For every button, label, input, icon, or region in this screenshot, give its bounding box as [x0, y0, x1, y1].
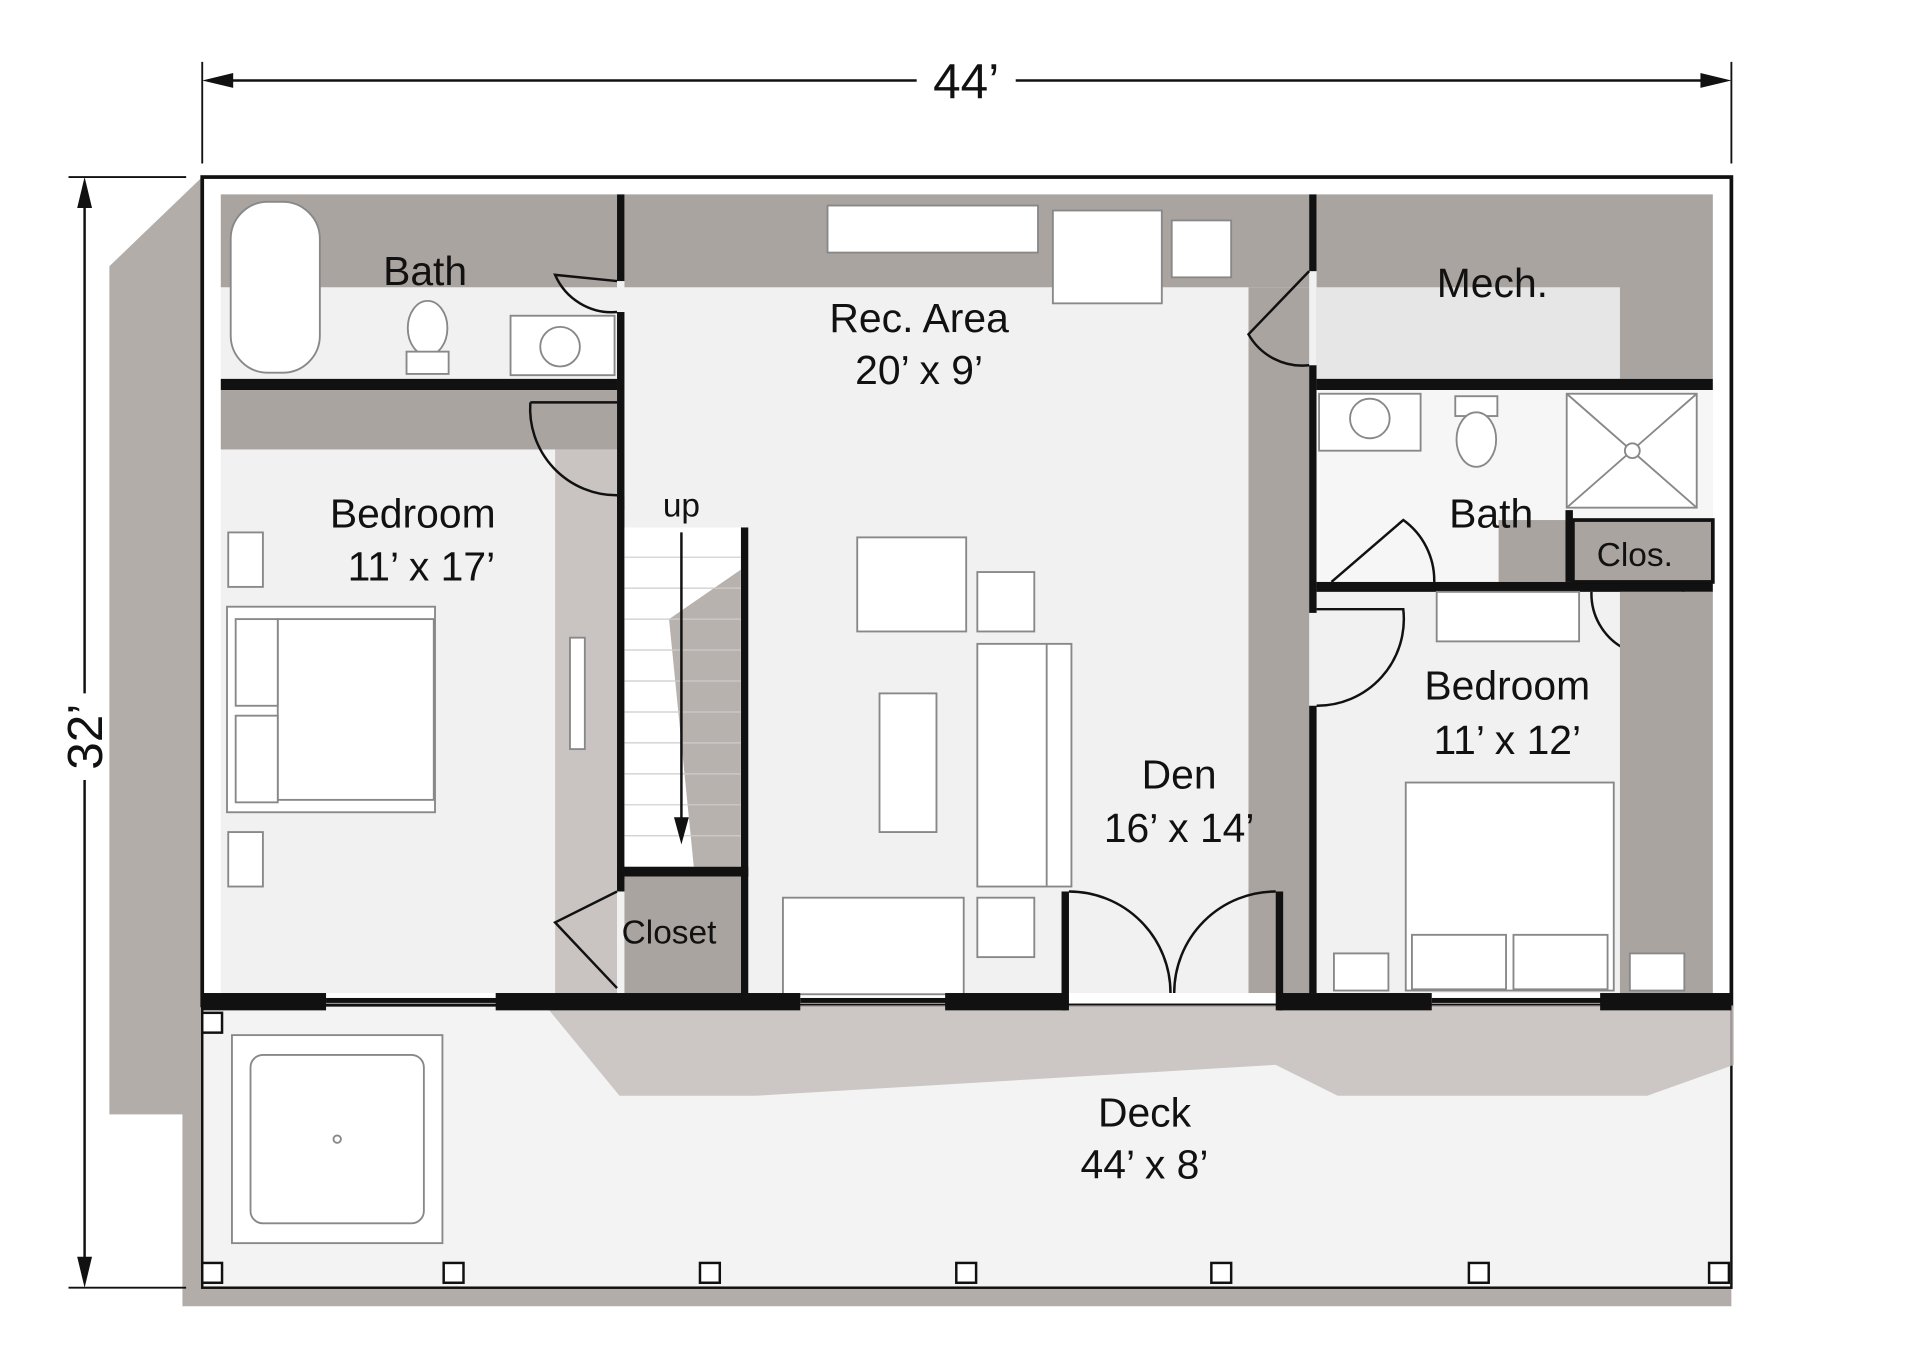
closet-rod: [569, 636, 586, 751]
bed: [1404, 781, 1615, 992]
wall: [617, 866, 749, 877]
den-french-doors[interactable]: [1068, 890, 1276, 994]
end-table: [976, 571, 1036, 633]
bath-left-door[interactable]: [553, 273, 618, 314]
wall: [617, 876, 625, 892]
side-table: [1170, 219, 1233, 279]
mech-door[interactable]: [1246, 270, 1311, 367]
clos-floor: [1571, 518, 1715, 584]
hot-tub: [231, 1034, 444, 1245]
wall: [617, 312, 625, 511]
bedroom-right-door[interactable]: [1316, 607, 1406, 708]
den-label: Den: [1142, 752, 1217, 798]
toilet: [1454, 395, 1499, 468]
closet-door[interactable]: [553, 890, 618, 989]
deck-shadow: [545, 1005, 1734, 1096]
depth-dimension: 32’: [58, 176, 187, 1289]
bedroom-right-label: Bedroom: [1424, 663, 1590, 709]
end-table: [976, 896, 1036, 959]
bedroom-closet-floor: [555, 449, 618, 995]
rec-area-size: 20’ x 9’: [855, 347, 983, 393]
clos-label: Clos.: [1597, 537, 1673, 574]
den-wall-shade: [1248, 287, 1310, 994]
bedroom-right-size: 11’ x 12’: [1433, 717, 1581, 763]
bar-stool: [1051, 209, 1163, 305]
coffee-table: [878, 692, 938, 833]
tv-console: [826, 204, 1039, 254]
wall: [220, 378, 618, 391]
wall: [617, 495, 625, 880]
stair-shadow: [669, 569, 741, 867]
dresser: [1435, 590, 1581, 643]
nightstand: [1333, 952, 1390, 992]
wall: [1309, 705, 1317, 994]
closet-floor: [624, 876, 741, 994]
bedroom-left-floor-shade: [220, 390, 618, 450]
armchair: [856, 536, 968, 633]
stair-arrow-icon: [673, 532, 689, 845]
mech-equipment: [1316, 287, 1620, 379]
wall: [740, 527, 749, 998]
wall: [1309, 194, 1317, 272]
deck-label: Deck: [1098, 1090, 1192, 1136]
den-size: 16’ x 14’: [1104, 805, 1255, 851]
nightstand: [227, 531, 264, 588]
nightstand: [1628, 952, 1686, 992]
wall: [1309, 365, 1317, 613]
wall: [1316, 581, 1713, 592]
bath-right-label: Bath: [1449, 490, 1533, 536]
wall: [1316, 378, 1713, 391]
width-dimension: 44’: [201, 54, 1733, 164]
shower: [1565, 392, 1698, 509]
bath-left-label: Bath: [383, 248, 467, 294]
bathtub: [229, 200, 321, 374]
closet-label: Closet: [622, 914, 717, 951]
bedroom-left-label: Bedroom: [330, 490, 496, 536]
wall: [1565, 510, 1573, 582]
deck-posts: [200, 1011, 1731, 1284]
deck-size: 44’ x 8’: [1081, 1142, 1209, 1188]
bedroom-left-size: 11’ x 17’: [348, 544, 496, 590]
mech-label: Mech.: [1437, 260, 1548, 306]
bath-right-door[interactable]: [1330, 518, 1436, 583]
bath-right-shade: [1498, 520, 1567, 582]
bed: [226, 605, 436, 814]
bedroom-left-door[interactable]: [528, 401, 618, 497]
loveseat: [782, 896, 965, 996]
sofa: [976, 642, 1073, 888]
south-wall: [202, 891, 1732, 1011]
wall: [617, 194, 625, 282]
nightstand: [227, 831, 264, 888]
bedroom-right-shade: [1619, 591, 1713, 994]
rec-area-label: Rec. Area: [829, 295, 1009, 341]
depth-label: 32’: [58, 704, 113, 770]
sink: [1318, 392, 1422, 452]
width-label: 44’: [933, 54, 999, 109]
sink: [509, 314, 616, 377]
toilet: [405, 299, 450, 375]
stairs-up-label: up: [663, 487, 700, 524]
